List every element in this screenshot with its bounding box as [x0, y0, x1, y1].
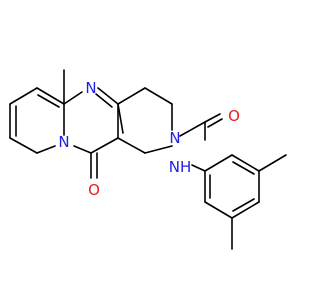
bond	[144, 87, 173, 105]
atom-label-amide-nh: NH	[169, 158, 192, 176]
bond	[90, 137, 119, 154]
bond	[204, 113, 221, 123]
dimethylphenyl-ring	[204, 154, 287, 250]
atom-label-n-piperidine: N	[169, 129, 180, 147]
bond	[97, 87, 119, 105]
bond	[207, 118, 223, 128]
atom-label-n-bridge: N	[58, 133, 69, 151]
atom-label-amide-o: O	[228, 107, 240, 125]
bond	[73, 145, 92, 154]
bond	[117, 137, 146, 154]
atom-label-n-top: N	[85, 79, 96, 97]
molecule-structure-diagram: N N N NH O O	[9, 69, 287, 250]
methyl-bond	[258, 154, 287, 172]
atom-labels: N N N NH O O	[58, 79, 240, 199]
bond	[63, 91, 83, 105]
bond	[9, 87, 38, 105]
bond	[95, 93, 113, 108]
bond	[36, 87, 65, 105]
bond	[232, 198, 255, 212]
bond	[179, 121, 206, 137]
amide-group	[179, 113, 223, 172]
bond	[204, 154, 233, 172]
atom-label-ketone-o: O	[88, 181, 100, 199]
bond	[144, 145, 173, 154]
bond	[117, 103, 124, 134]
bond	[36, 145, 56, 154]
bond	[117, 87, 146, 105]
bond	[191, 164, 206, 172]
bond	[231, 201, 260, 219]
pyridine-ring	[9, 87, 65, 154]
piperidine-ring	[117, 87, 173, 154]
bond	[231, 154, 260, 172]
bond	[232, 161, 255, 175]
pyrimidinone-ring	[63, 87, 119, 179]
bond	[37, 94, 60, 108]
bond	[9, 137, 38, 154]
bond	[204, 201, 233, 219]
